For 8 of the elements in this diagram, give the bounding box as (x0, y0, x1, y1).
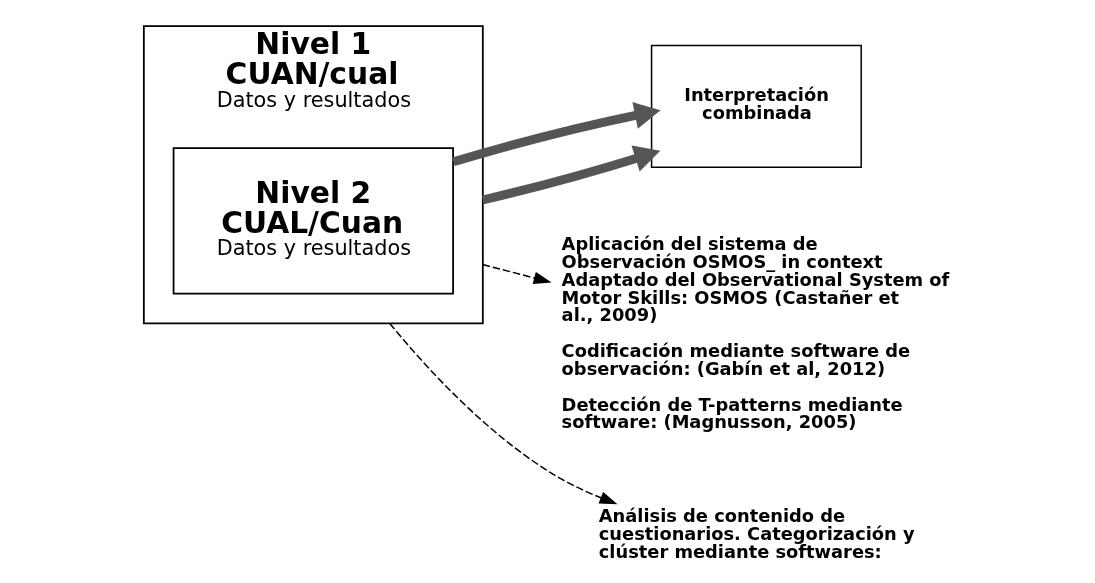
node-text: Aplicación del sistema de Observación OSMOS_ in context Adaptado del Observational System of Motor Skills: OSMOS (Castañer et al., 2009) Codificación mediante software de observación: (Gabín et al, 2012) Detección de T-patterns mediante software: (Magnusson, 2005) (561, 233, 950, 433)
arrow (481, 145, 661, 205)
node-text: Análisis de contenido de cuestionarios. Categorización y clúster mediante softwares: (598, 505, 915, 562)
arrow (452, 102, 661, 167)
arrow (482, 263, 552, 284)
node-box: Interpretación combinada (650, 44, 862, 169)
node-box: Nivel 2 CUAL/Cuan Datos y resultados (172, 147, 454, 295)
arrow (389, 322, 618, 505)
